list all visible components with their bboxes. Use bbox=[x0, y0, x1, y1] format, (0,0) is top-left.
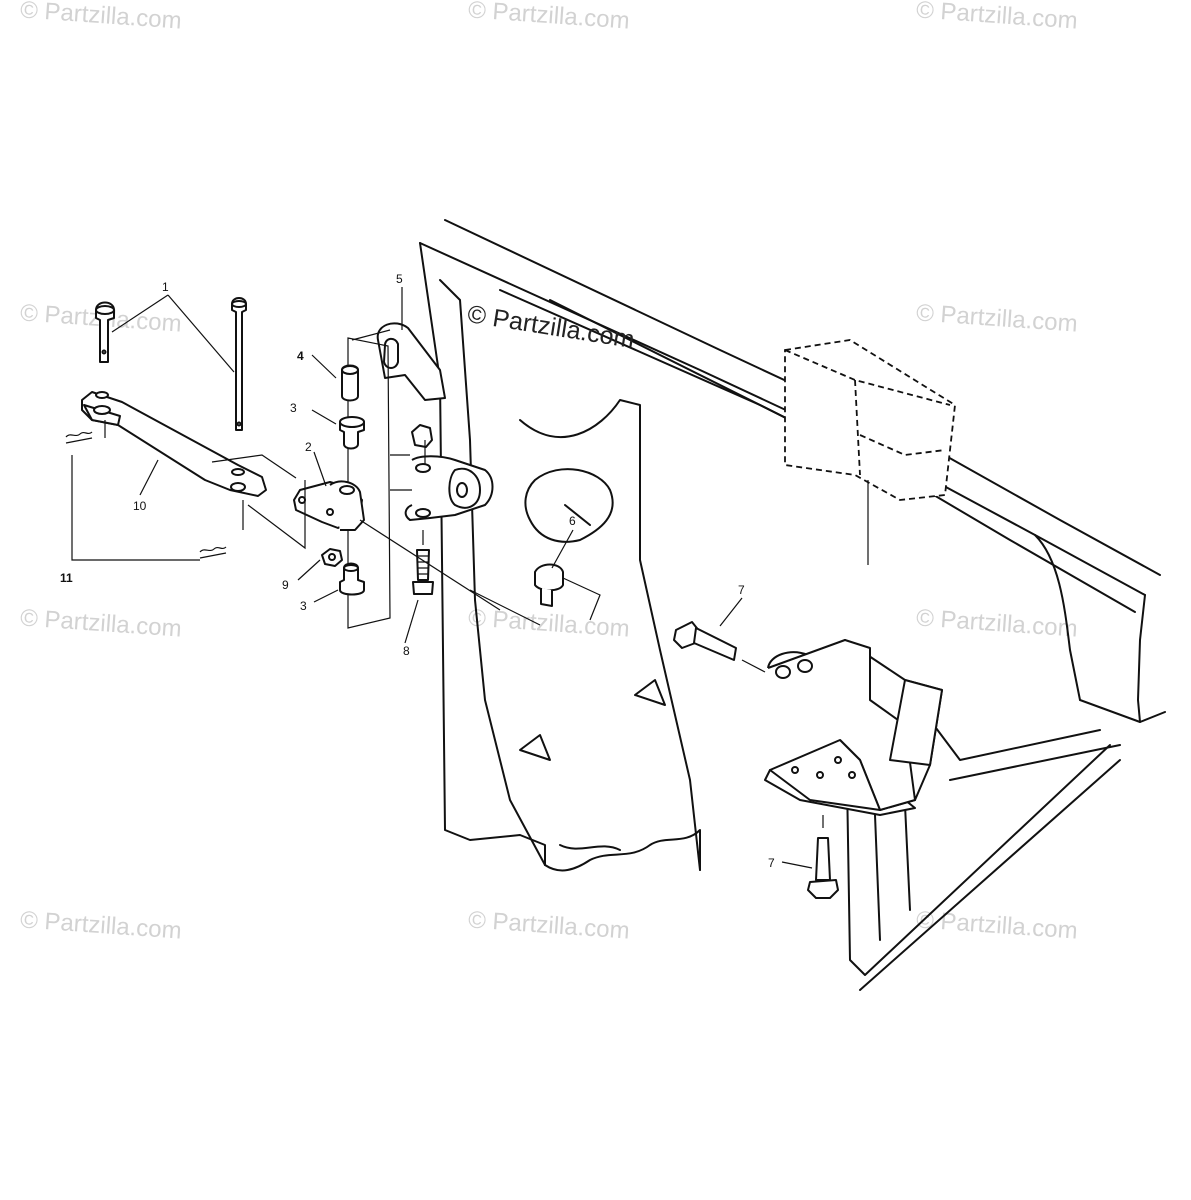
frame-outline bbox=[419, 219, 1166, 991]
callout-5: 5 bbox=[396, 272, 403, 286]
clevis-pin-part-1-right bbox=[231, 297, 247, 431]
callout-3-upper: 3 bbox=[290, 401, 297, 415]
callout-7-upper: 7 bbox=[738, 583, 745, 597]
bolt-part-6 bbox=[469, 563, 601, 626]
callout-7-lower: 7 bbox=[768, 856, 775, 870]
bushing-stack bbox=[293, 329, 391, 629]
bolt-part-8 bbox=[412, 530, 434, 595]
callout-2: 2 bbox=[305, 440, 312, 454]
callout-9: 9 bbox=[282, 578, 289, 592]
bolt-part-7-upper bbox=[673, 621, 766, 673]
dashed-component bbox=[784, 339, 956, 565]
callout-10: 10 bbox=[133, 499, 147, 513]
bolt-part-7-lower bbox=[807, 815, 839, 899]
callout-8: 8 bbox=[403, 644, 410, 658]
clevis-pin-part-1-left bbox=[95, 301, 115, 363]
hair-pin-clip-part-11 bbox=[65, 431, 227, 561]
callout-11: 11 bbox=[60, 571, 73, 585]
callout-6: 6 bbox=[569, 514, 576, 528]
callout-labels: 1 2 3 3 4 5 6 7 7 8 9 10 11 bbox=[60, 272, 775, 870]
tie-rod-part-10 bbox=[81, 391, 501, 611]
mounting-bracket bbox=[764, 639, 943, 816]
callout-4: 4 bbox=[297, 349, 304, 363]
callout-1: 1 bbox=[162, 280, 169, 294]
callout-3-lower: 3 bbox=[300, 599, 307, 613]
leader-lines bbox=[111, 287, 813, 869]
